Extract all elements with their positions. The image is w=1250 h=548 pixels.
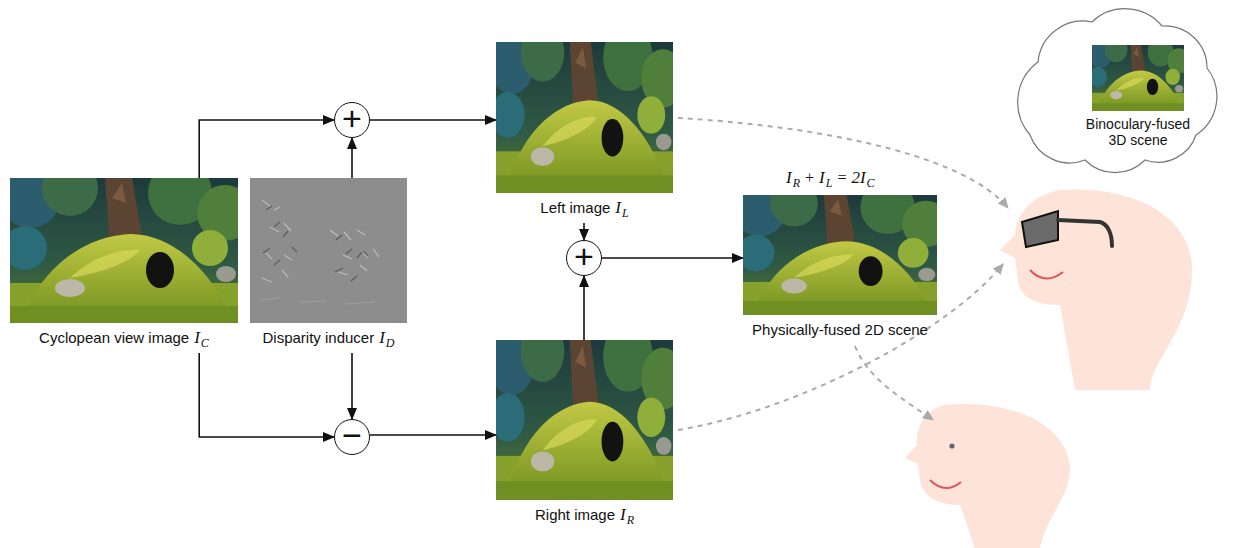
symbol-subscript: C <box>201 336 209 350</box>
equation-term: R <box>793 176 800 190</box>
equation-term: + <box>805 169 814 186</box>
image-panel: Cyclopean view image IC <box>10 178 238 353</box>
flow-arrow <box>602 257 743 259</box>
symbol-name: I <box>194 328 200 347</box>
equation-term: = <box>837 169 846 186</box>
caption: Physically-fused 2D scene <box>752 321 928 339</box>
flow-arrow <box>370 119 496 121</box>
equation: IR+IL=2IC <box>786 168 875 188</box>
thought-cloud: Binoculary-fused 3D scene <box>1000 0 1225 178</box>
operator-circle: + <box>566 240 602 276</box>
caption: Right image IR <box>535 506 634 525</box>
operator-symbol: + <box>342 101 362 135</box>
caption-text: Right image <box>535 506 615 523</box>
operator-circle: − <box>334 419 370 455</box>
viewer-head <box>905 404 1070 548</box>
right-image <box>488 320 684 500</box>
flow-arrow <box>199 120 334 178</box>
caption-text: Disparity inducer <box>262 329 374 346</box>
symbol-subscript: D <box>386 336 395 350</box>
operator-circle: + <box>334 102 370 138</box>
equation-term: 2I <box>851 168 865 187</box>
cloud-outline <box>1000 0 1225 178</box>
operator-symbol: − <box>342 418 362 452</box>
cyclopean-image <box>0 160 253 323</box>
caption-text: Binoculary-fused 3D scene <box>1086 116 1190 148</box>
fused-image <box>734 180 949 315</box>
symbol-subscript: L <box>622 206 629 220</box>
caption: Cyclopean view image IC <box>39 329 209 348</box>
operator-symbol: + <box>574 239 594 273</box>
image-panel: Disparity inducer ID <box>250 178 407 353</box>
left-image <box>488 23 684 193</box>
view-path <box>678 118 1008 208</box>
symbol-name: I <box>615 198 621 217</box>
caption: Binoculary-fused 3D scene <box>1076 116 1200 148</box>
caption-text: Physically-fused 2D scene <box>752 321 928 338</box>
flow-arrow <box>583 223 585 240</box>
flow-arrow <box>351 353 353 419</box>
disparity-image <box>250 178 407 323</box>
caption-text: Left image <box>540 199 610 216</box>
caption: Left image IL <box>540 199 628 218</box>
equation-term: I <box>786 168 792 187</box>
equation-term: I <box>819 168 825 187</box>
symbol-name: I <box>620 505 626 524</box>
symbol-name: I <box>379 328 385 347</box>
image-panel: Physically-fused 2D scene <box>743 195 937 345</box>
flow-arrow <box>199 353 334 437</box>
view-path <box>855 346 933 420</box>
viewer-head <box>1000 189 1192 390</box>
flow-arrow <box>351 138 353 178</box>
equation-term: L <box>826 176 833 190</box>
caption: Disparity inducer ID <box>262 329 394 348</box>
symbol-subscript: R <box>627 513 634 527</box>
caption-text: Cyclopean view image <box>39 329 189 346</box>
flow-arrow <box>583 276 585 340</box>
image-panel: Right image IR <box>496 340 673 530</box>
image-panel: Left image IL <box>496 42 673 223</box>
flow-arrow <box>370 434 496 436</box>
view-path <box>678 264 1003 430</box>
equation-term: C <box>867 176 875 190</box>
